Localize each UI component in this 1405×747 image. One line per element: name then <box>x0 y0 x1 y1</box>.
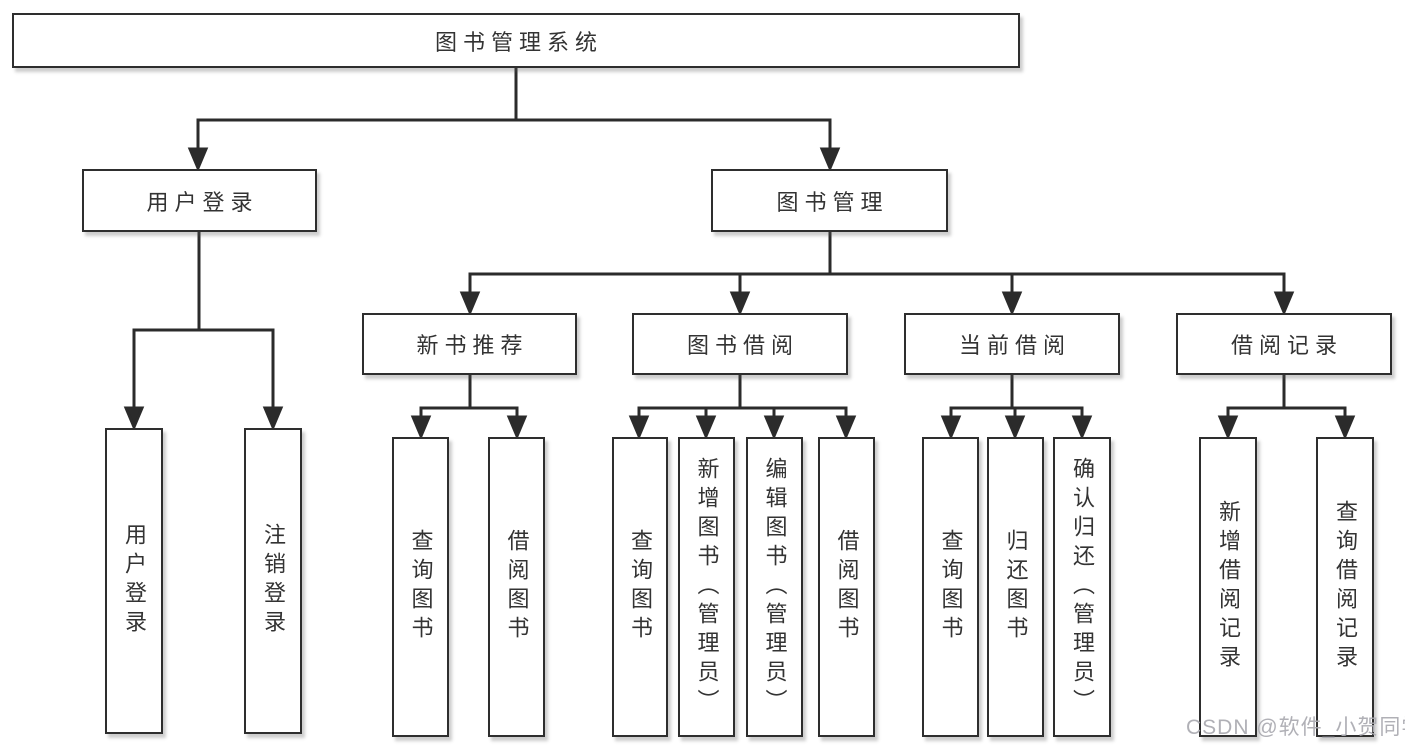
arrowhead <box>1004 415 1026 440</box>
leaf-borrow-books-recommend: 借阅图书 <box>488 437 545 737</box>
leaf-label: 确认归还（管理员） <box>1070 456 1095 718</box>
node-label: 图书借阅 <box>686 333 799 358</box>
arrowhead <box>940 415 962 440</box>
leaf-confirm-return-admin: 确认归还（管理员） <box>1053 437 1111 737</box>
leaf-return-books: 归还图书 <box>987 437 1044 737</box>
arrowhead <box>459 291 481 316</box>
node-current-borrow: 当前借阅 <box>904 313 1120 375</box>
node-borrow-records: 借阅记录 <box>1176 313 1392 375</box>
node-book-management: 图书管理 <box>711 169 948 232</box>
leaf-label: 查询图书 <box>938 529 964 645</box>
leaf-add-borrow-record: 新增借阅记录 <box>1199 437 1257 737</box>
node-label: 图书管理系统 <box>434 29 603 55</box>
leaf-add-books-admin: 新增图书（管理员） <box>678 437 735 737</box>
leaf-label: 编辑图书（管理员） <box>762 456 788 718</box>
leaf-label: 借阅图书 <box>504 529 530 645</box>
leaf-query-borrow-record: 查询借阅记录 <box>1316 437 1374 737</box>
node-label: 图书管理 <box>776 189 889 215</box>
leaf-label: 查询图书 <box>408 529 434 645</box>
leaf-label: 注销登录 <box>261 523 286 639</box>
arrowhead <box>819 147 841 172</box>
node-label: 当前借阅 <box>958 333 1071 358</box>
arrowhead <box>1001 291 1023 316</box>
leaf-label: 查询图书 <box>628 529 653 645</box>
leaf-user-login: 用户登录 <box>105 428 163 734</box>
arrowhead <box>1273 291 1295 316</box>
leaf-logout: 注销登录 <box>244 428 302 734</box>
arrowhead <box>1071 415 1093 440</box>
leaf-label: 新增借阅记录 <box>1216 500 1241 674</box>
node-root: 图书管理系统 <box>12 13 1020 68</box>
node-label: 新书推荐 <box>416 333 529 358</box>
arrowhead <box>835 415 857 440</box>
arrowhead <box>262 406 284 431</box>
leaf-borrow-books: 借阅图书 <box>818 437 875 737</box>
arrowhead <box>729 291 751 316</box>
arrowhead <box>763 415 785 440</box>
leaf-query-books-current: 查询图书 <box>922 437 979 737</box>
leaf-query-books-borrow: 查询图书 <box>612 437 668 737</box>
leaf-label: 查询借阅记录 <box>1333 500 1358 674</box>
node-new-book-recommend: 新书推荐 <box>362 313 577 375</box>
leaf-label: 新增图书（管理员） <box>694 456 720 718</box>
leaf-query-books-recommend: 查询图书 <box>392 437 449 737</box>
arrowhead <box>695 415 717 440</box>
node-label: 用户登录 <box>146 189 259 215</box>
leaf-label: 归还图书 <box>1003 529 1029 645</box>
leaf-label: 用户登录 <box>122 523 147 639</box>
node-book-borrow: 图书借阅 <box>632 313 848 375</box>
node-user-login: 用户登录 <box>82 169 317 232</box>
csdn-watermark: CSDN @软件_小贺同学 <box>1186 716 1405 739</box>
arrowhead <box>628 415 650 440</box>
arrowhead <box>123 406 145 431</box>
arrowhead <box>506 415 528 440</box>
arrowhead <box>1217 415 1239 440</box>
node-label: 借阅记录 <box>1230 333 1343 358</box>
leaf-label: 借阅图书 <box>834 529 860 645</box>
arrowhead <box>410 415 432 440</box>
arrowhead <box>187 147 209 172</box>
leaf-edit-books-admin: 编辑图书（管理员） <box>746 437 803 737</box>
arrowhead <box>1334 415 1356 440</box>
